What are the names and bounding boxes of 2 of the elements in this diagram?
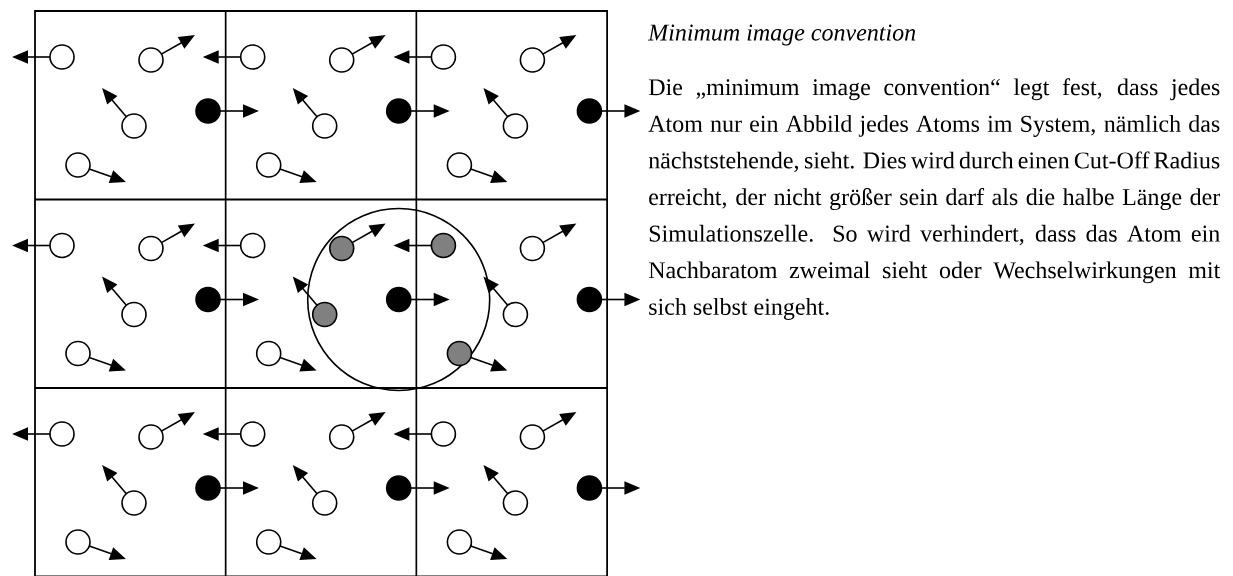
paragraph: Die „minimum image convention“ legt fest, dass jedes Atom nur ein Abbild jedes Atoms im System, nämlich das nächststehende, sieht. Dies wird durch einen Cut-Off Radius erreicht, der nicht größer sein darf als die halbe Länge der Simulationszelle. So wird verhindert, dass das Atom ein Nachbaratom zweimal sieht oder Wechselwirkungen mit sich selbst eingeht. xyxy=(648,78,1221,320)
heading: Minimum image convention xyxy=(647,24,916,46)
